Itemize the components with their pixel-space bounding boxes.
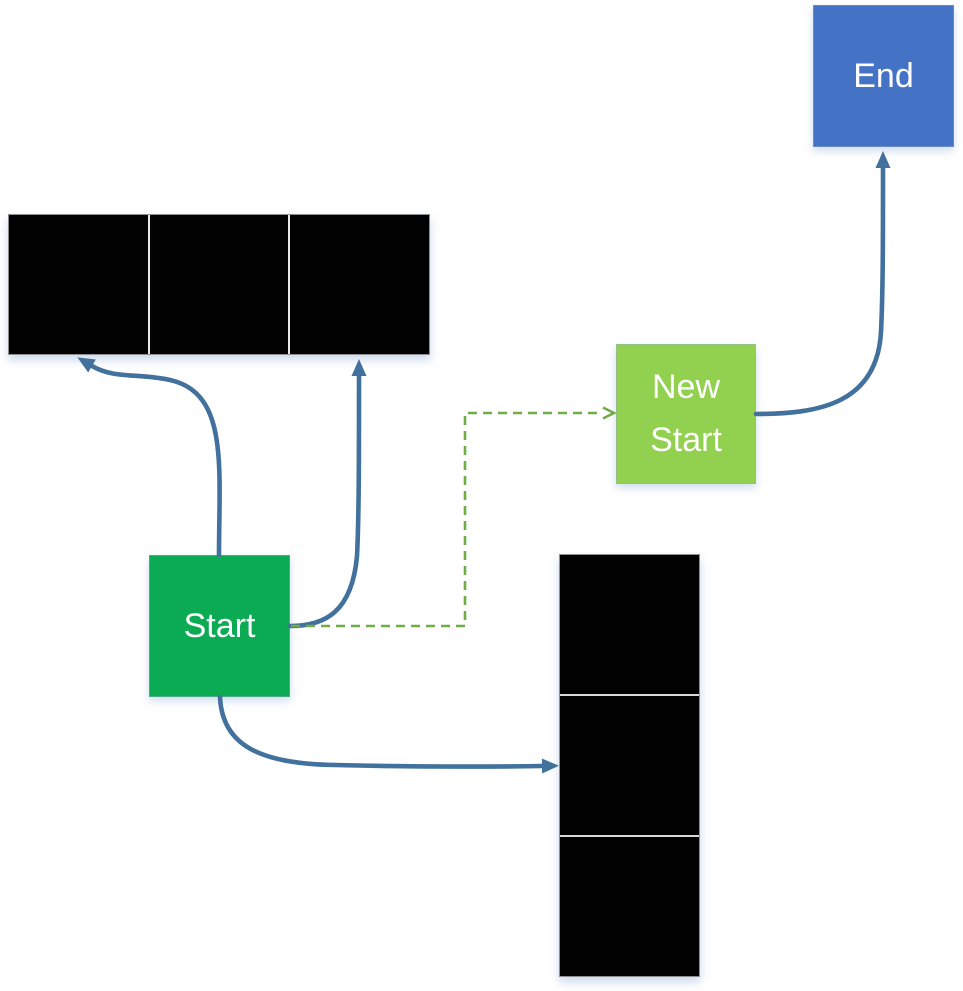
black-cell xyxy=(9,215,148,354)
black-cell xyxy=(560,835,699,976)
black-box-row xyxy=(8,214,430,355)
new-start-node-label-line1: New xyxy=(651,368,721,407)
start-node-label: Start xyxy=(183,606,256,645)
end-node: End xyxy=(813,5,954,147)
black-cell xyxy=(560,694,699,835)
new-start-node-label-line2: Start xyxy=(650,421,722,459)
black-cell xyxy=(147,215,289,354)
arrow-start-to-bottom-column-cell2 xyxy=(217,694,559,774)
arrow-start-to-top-row-cell3 xyxy=(287,359,367,629)
end-node-label: End xyxy=(853,56,914,95)
arrow-start-to-top-row-cell1 xyxy=(77,357,222,558)
dashed-arrow-start-to-new-start xyxy=(291,406,617,628)
black-cell xyxy=(288,215,430,354)
arrow-new-start-to-end xyxy=(753,151,891,417)
start-node: Start xyxy=(149,555,290,697)
new-start-node: New Start xyxy=(616,344,756,484)
black-box-column xyxy=(559,554,700,977)
black-cell xyxy=(560,555,699,694)
